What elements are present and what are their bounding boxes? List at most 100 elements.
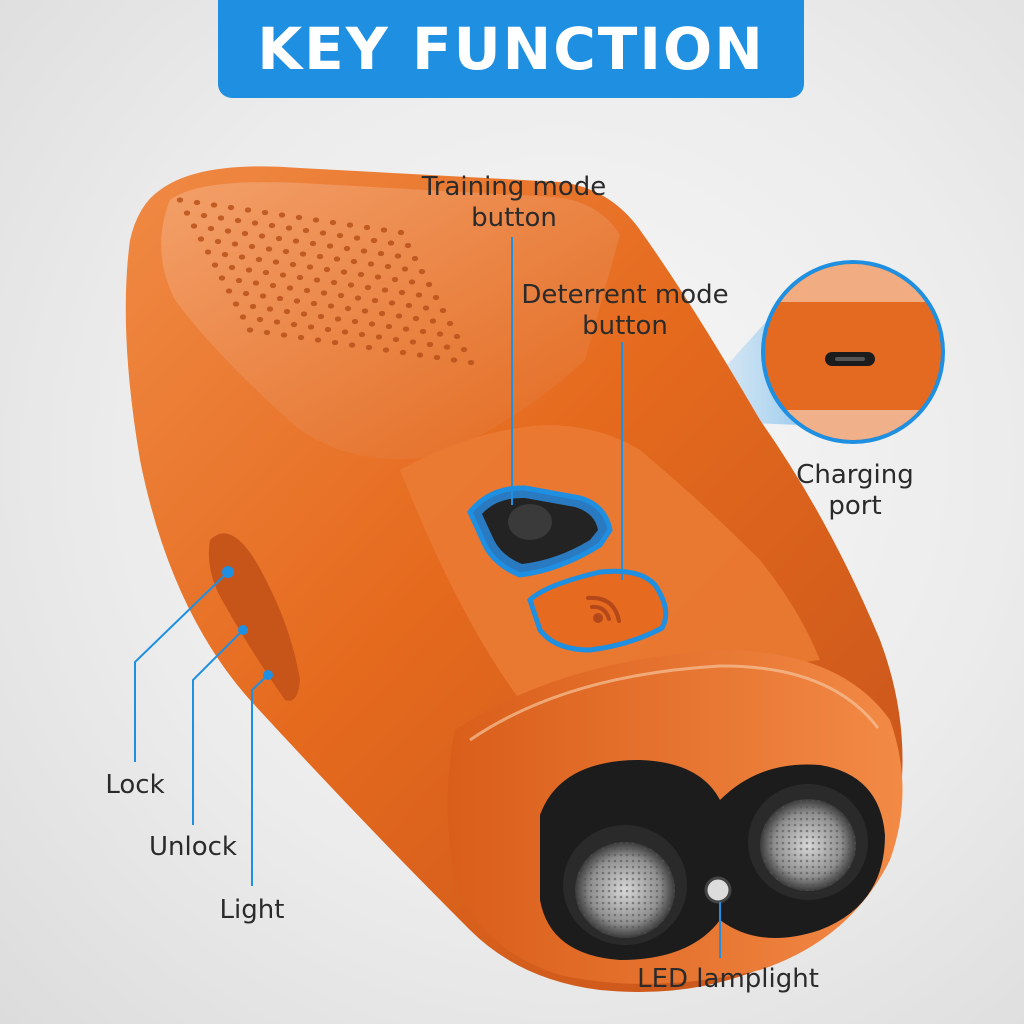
speaker-hole bbox=[326, 243, 334, 249]
speaker-hole bbox=[278, 212, 286, 218]
speaker-hole bbox=[371, 297, 379, 304]
speaker-hole bbox=[367, 261, 375, 267]
speaker-hole bbox=[279, 272, 287, 278]
speaker-hole bbox=[368, 321, 376, 327]
speaker-hole bbox=[402, 326, 410, 332]
speaker-hole bbox=[439, 307, 447, 314]
page-title: KEY FUNCTION bbox=[257, 15, 765, 83]
speaker-hole bbox=[197, 236, 205, 242]
speaker-hole bbox=[392, 336, 400, 343]
speaker-hole bbox=[210, 202, 218, 208]
speaker-hole bbox=[251, 220, 259, 226]
speaker-hole bbox=[381, 287, 389, 293]
speaker-hole bbox=[399, 349, 407, 356]
speaker-hole bbox=[365, 344, 373, 351]
speaker-hole bbox=[426, 341, 434, 348]
speaker-hole bbox=[290, 321, 298, 328]
speaker-hole bbox=[418, 268, 426, 275]
speaker-hole bbox=[348, 342, 356, 348]
deterrent-mode-button bbox=[527, 568, 669, 653]
speaker-hole bbox=[258, 233, 266, 239]
speaker-hole bbox=[336, 232, 344, 239]
speaker-hole bbox=[241, 230, 249, 237]
speaker-hole bbox=[419, 328, 427, 335]
speaker-holes bbox=[176, 197, 475, 366]
speaker-hole bbox=[358, 331, 366, 338]
speaker-hole bbox=[312, 217, 320, 223]
speaker-hole bbox=[337, 292, 345, 299]
speaker-hole bbox=[231, 241, 239, 247]
speaker-hole bbox=[344, 305, 352, 312]
device-top-panel bbox=[161, 182, 620, 460]
speaker-hole bbox=[227, 204, 235, 211]
speaker-hole bbox=[320, 290, 328, 296]
speaker-hole bbox=[422, 305, 430, 311]
speaker-hole bbox=[391, 276, 399, 283]
speaker-hole bbox=[295, 214, 303, 221]
speaker-hole bbox=[246, 327, 254, 333]
speaker-hole bbox=[261, 209, 269, 216]
speaker-hole bbox=[343, 245, 351, 252]
speaker-hole bbox=[183, 210, 191, 216]
speaker-hole bbox=[388, 300, 396, 306]
speaker-hole bbox=[224, 228, 232, 234]
speaker-hole bbox=[408, 279, 416, 285]
speaker-hole bbox=[450, 357, 458, 363]
speaker-hole bbox=[357, 271, 365, 278]
speaker-hole bbox=[341, 329, 349, 335]
speaker-hole bbox=[364, 284, 372, 291]
speaker-hole bbox=[296, 274, 304, 281]
speaker-hole bbox=[275, 235, 283, 242]
speaker-hole bbox=[313, 277, 321, 283]
speaker-hole bbox=[350, 258, 358, 265]
speaker-hole bbox=[299, 251, 307, 257]
speaker-hole bbox=[218, 275, 226, 281]
speaker-hole bbox=[268, 222, 276, 229]
speaker-hole bbox=[433, 354, 441, 361]
speaker-hole bbox=[207, 225, 215, 232]
speaker-hole bbox=[280, 332, 288, 338]
speaker-hole bbox=[293, 298, 301, 304]
speaker-hole bbox=[283, 308, 291, 315]
training-mode-button bbox=[467, 485, 613, 578]
speaker-hole bbox=[285, 225, 293, 231]
speaker-hole bbox=[394, 253, 402, 259]
speaker-hole bbox=[242, 290, 250, 297]
speaker-hole bbox=[302, 227, 310, 234]
speaker-hole bbox=[340, 269, 348, 275]
speaker-hole bbox=[262, 269, 270, 276]
speaker-hole bbox=[409, 339, 417, 345]
speaker-hole bbox=[289, 261, 297, 268]
lock-label: Lock bbox=[105, 770, 165, 800]
led-lamp-icon bbox=[704, 876, 732, 904]
speaker-hole bbox=[347, 282, 355, 288]
speaker-hole bbox=[200, 212, 208, 219]
speaker-hole bbox=[330, 279, 338, 286]
speaker-hole bbox=[263, 329, 271, 336]
speaker-hole bbox=[248, 243, 256, 250]
speaker-hole bbox=[239, 314, 247, 320]
speaker-hole bbox=[354, 295, 362, 301]
speaker-hole bbox=[193, 199, 201, 206]
speaker-hole bbox=[329, 219, 337, 226]
unlock-label: Unlock bbox=[149, 832, 237, 862]
speaker-hole bbox=[303, 287, 311, 294]
training-mode-label: Training mode button bbox=[421, 172, 607, 233]
led-lamplight-label: LED lamplight bbox=[637, 964, 819, 994]
speaker-hole bbox=[380, 227, 388, 233]
speaker-hole bbox=[255, 256, 263, 263]
speaker-hole bbox=[436, 331, 444, 337]
speaker-hole bbox=[425, 281, 433, 288]
speaker-hole bbox=[266, 306, 274, 312]
speaker-hole bbox=[269, 282, 277, 289]
deterrent-sound-wave-icon bbox=[586, 595, 621, 623]
title-banner: KEY FUNCTION bbox=[218, 0, 804, 98]
speaker-hole bbox=[467, 359, 475, 366]
speaker-hole bbox=[256, 316, 264, 323]
speaker-hole bbox=[353, 235, 361, 241]
speaker-hole bbox=[370, 237, 378, 244]
speaker-hole bbox=[323, 266, 331, 273]
speaker-hole bbox=[361, 308, 369, 314]
speaker-hole bbox=[214, 238, 222, 245]
